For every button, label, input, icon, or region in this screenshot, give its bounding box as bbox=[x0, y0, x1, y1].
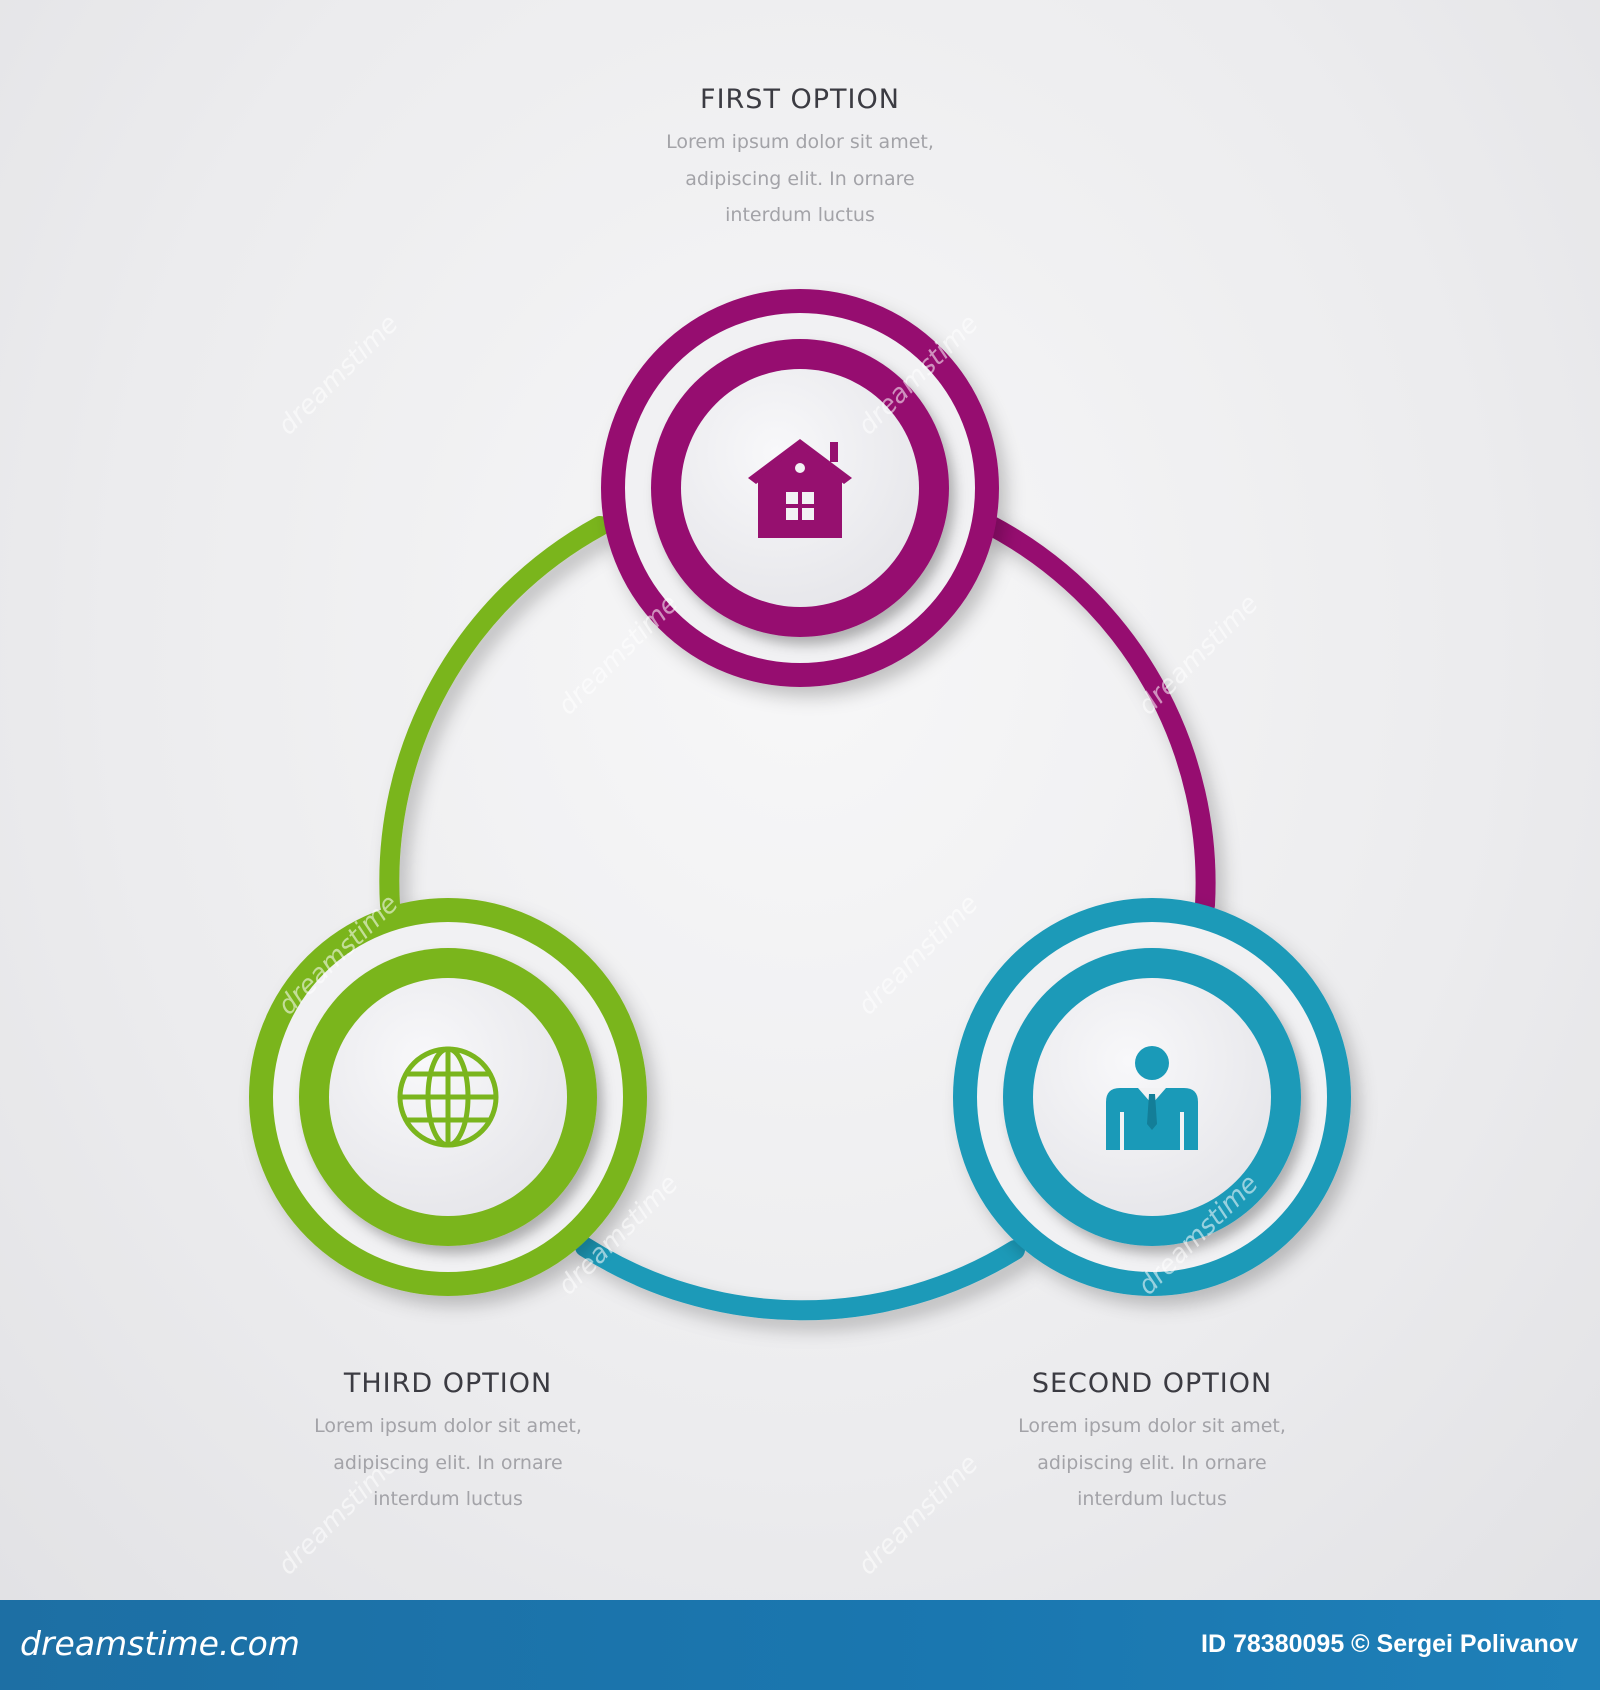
third-option-description: Lorem ipsum dolor sit amet, adipiscing e… bbox=[238, 1408, 658, 1518]
globe-icon bbox=[397, 1046, 499, 1148]
second-option-title: SECOND OPTION bbox=[1031, 1368, 1273, 1399]
description-line: adipiscing elit. In ornare bbox=[333, 1451, 563, 1474]
description-line: adipiscing elit. In ornare bbox=[1037, 1451, 1267, 1474]
description-line: interdum luctus bbox=[1077, 1488, 1227, 1510]
description-line: Lorem ipsum dolor sit amet, bbox=[314, 1415, 582, 1437]
first-option-description: Lorem ipsum dolor sit amet, adipiscing e… bbox=[590, 124, 1010, 234]
description-line: Lorem ipsum dolor sit amet, bbox=[666, 131, 934, 153]
description-line: adipiscing elit. In ornare bbox=[685, 167, 915, 190]
description-line: interdum luctus bbox=[725, 204, 875, 226]
background bbox=[0, 0, 1600, 1600]
node-second-option bbox=[953, 898, 1351, 1296]
node-third-option bbox=[249, 898, 647, 1296]
cycle-diagram bbox=[249, 289, 1351, 1321]
arc-purple bbox=[980, 515, 1216, 915]
description-line: Lorem ipsum dolor sit amet, bbox=[1018, 1415, 1286, 1437]
arc-blue bbox=[575, 1237, 1025, 1321]
image-credit: ID 78380095 © Sergei Polivanov bbox=[1201, 1630, 1578, 1658]
businessman-icon bbox=[1106, 1046, 1198, 1150]
node-first-option bbox=[601, 289, 999, 687]
arc-green bbox=[379, 516, 610, 915]
third-option-title: THIRD OPTION bbox=[343, 1368, 553, 1399]
site-logo[interactable]: dreamstime.com bbox=[20, 1624, 300, 1663]
description-line: interdum luctus bbox=[373, 1488, 523, 1510]
footer-bar: dreamstime.com ID 78380095 © Sergei Poli… bbox=[0, 1600, 1600, 1690]
connector-ring bbox=[379, 515, 1216, 1321]
first-option-title: FIRST OPTION bbox=[700, 84, 900, 115]
house-icon bbox=[748, 439, 852, 538]
second-option-description: Lorem ipsum dolor sit amet, adipiscing e… bbox=[942, 1408, 1362, 1518]
